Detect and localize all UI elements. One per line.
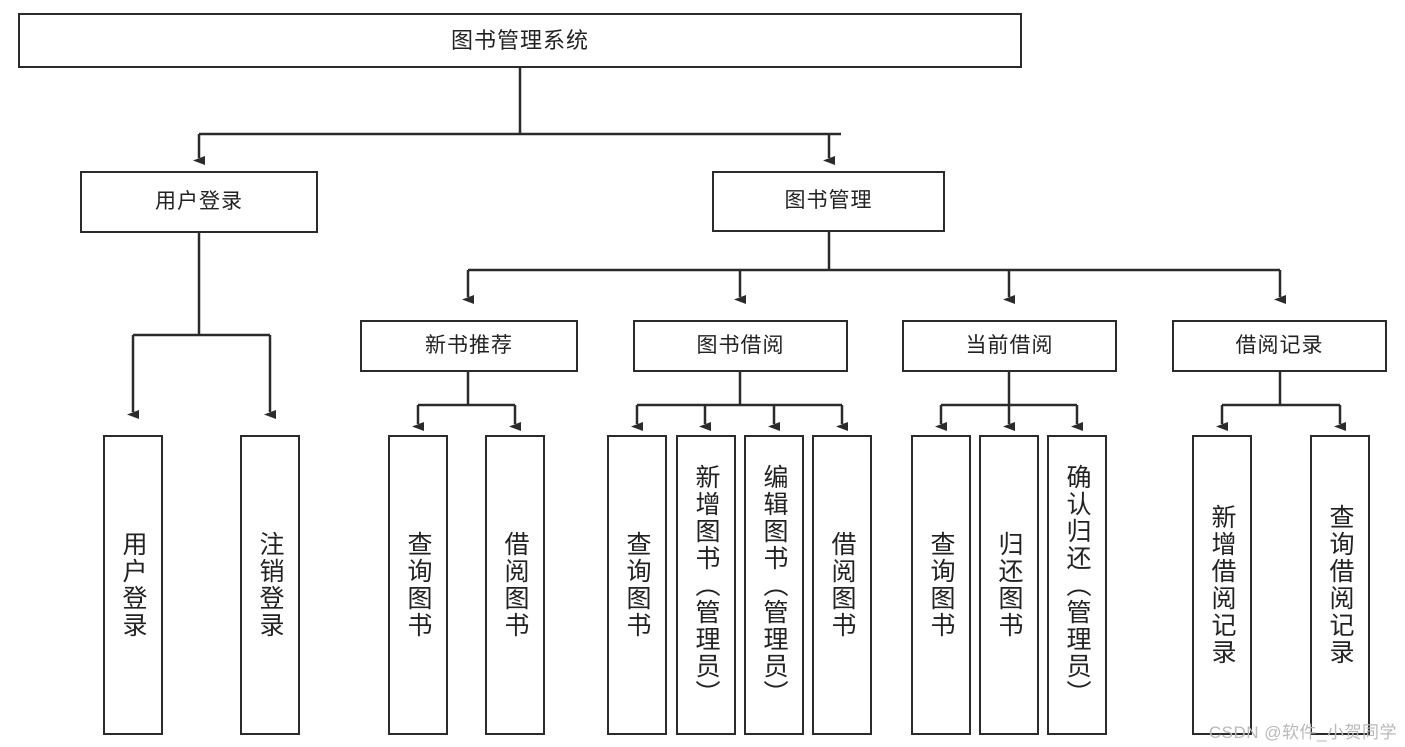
node-label: 新增图书（管理员） (692, 463, 720, 707)
node-root-library-system[interactable]: 图书管理系统 (18, 13, 1022, 68)
leaf-edit-book-admin[interactable]: 编辑图书（管理员） (744, 435, 804, 735)
node-label: 借阅图书 (828, 531, 856, 639)
leaf-add-borrow-record[interactable]: 新增借阅记录 (1192, 435, 1252, 735)
node-label: 新增借阅记录 (1208, 504, 1236, 666)
leaf-query-book-borrow[interactable]: 查询图书 (607, 435, 667, 735)
node-label: 查询图书 (623, 531, 651, 639)
node-label: 归还图书 (995, 531, 1023, 639)
node-label: 图书借阅 (696, 333, 785, 357)
node-label: 查询图书 (404, 531, 432, 639)
node-label: 图书管理系统 (450, 27, 589, 53)
node-label: 用户登录 (119, 531, 147, 639)
node-book-management[interactable]: 图书管理 (712, 171, 945, 232)
leaf-query-book-current[interactable]: 查询图书 (911, 435, 971, 735)
leaf-logout-login[interactable]: 注销登录 (240, 435, 300, 735)
leaf-query-book-new[interactable]: 查询图书 (388, 435, 448, 735)
watermark-text: CSDN @软件_小贺同学 (1208, 723, 1397, 742)
node-label: 新书推荐 (425, 333, 513, 357)
leaf-user-login[interactable]: 用户登录 (103, 435, 163, 735)
leaf-query-borrow-record[interactable]: 查询借阅记录 (1310, 435, 1370, 735)
node-label: 查询借阅记录 (1326, 504, 1354, 666)
node-label: 当前借阅 (965, 333, 1054, 357)
node-label: 借阅图书 (501, 531, 529, 639)
leaf-borrow-book[interactable]: 借阅图书 (812, 435, 872, 735)
node-label: 确认归还（管理员） (1063, 463, 1091, 707)
leaf-add-book-admin[interactable]: 新增图书（管理员） (676, 435, 736, 735)
node-book-borrow[interactable]: 图书借阅 (633, 320, 848, 372)
leaf-confirm-return-admin[interactable]: 确认归还（管理员） (1047, 435, 1107, 735)
node-label: 查询图书 (927, 531, 955, 639)
node-new-book-recommend[interactable]: 新书推荐 (360, 320, 578, 372)
node-current-borrow[interactable]: 当前借阅 (902, 320, 1117, 372)
leaf-borrow-book-new[interactable]: 借阅图书 (485, 435, 545, 735)
leaf-return-book[interactable]: 归还图书 (979, 435, 1039, 735)
node-label: 编辑图书（管理员） (760, 463, 788, 707)
node-label: 用户登录 (155, 189, 243, 213)
node-user-login[interactable]: 用户登录 (80, 171, 318, 233)
node-label: 注销登录 (256, 531, 284, 639)
node-label: 图书管理 (784, 189, 873, 213)
node-borrow-record[interactable]: 借阅记录 (1172, 320, 1387, 372)
node-label: 借阅记录 (1235, 333, 1324, 357)
